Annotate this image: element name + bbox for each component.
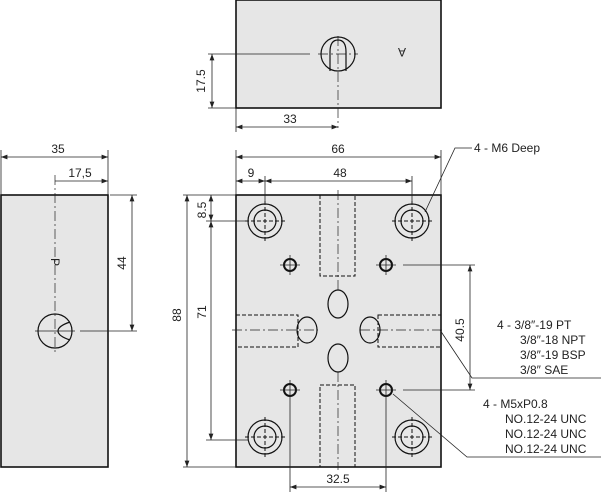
port-p-hole <box>37 313 73 349</box>
dim-top-offset: 8.5 <box>195 201 209 218</box>
dim-front-height: 88 <box>170 308 184 322</box>
callout-port-1: 3/8″-18 NPT <box>520 333 586 347</box>
port-a-label: A <box>398 45 406 59</box>
dim-top-height: 17.5 <box>194 69 208 93</box>
callout-thread-2: NO.12-24 UNC <box>505 427 587 441</box>
counterbore-holes <box>245 201 432 457</box>
callout-port-0: 4 - 3/8″-19 PT <box>497 318 572 332</box>
callouts: 4 - M6 Deep 4 - 3/8″-19 PT 3/8″-18 NPT 3… <box>392 141 601 458</box>
dim-top-width: 33 <box>283 112 297 126</box>
dim-port-vspan: 40.5 <box>453 318 467 342</box>
callout-port-2: 3/8″-19 BSP <box>520 348 586 362</box>
dim-side-width: 35 <box>51 142 65 156</box>
callout-thread-3: NO.12-24 UNC <box>505 442 587 456</box>
dim-front-edge: 9 <box>248 166 255 180</box>
port-p-label: P <box>48 258 62 266</box>
top-view: A 17.5 33 <box>194 0 442 132</box>
thread-holes <box>280 255 396 400</box>
callout-thread-1: NO.12-24 UNC <box>505 412 587 426</box>
callout-bolt: 4 - M6 Deep <box>474 141 540 155</box>
callout-thread-0: 4 - M5xP0.8 <box>483 397 548 411</box>
dim-side-center: 17,5 <box>68 166 92 180</box>
dim-bolt-span: 48 <box>333 166 347 180</box>
dim-front-width: 66 <box>331 142 345 156</box>
side-view: P 35 17,5 44 <box>0 142 137 468</box>
dim-bolt-vspan: 71 <box>195 305 209 319</box>
callout-port-3: 3/8″ SAE <box>520 363 568 377</box>
dim-port-hspan: 32.5 <box>326 472 350 486</box>
front-view: 66 9 48 88 8.5 71 40.5 32.5 <box>170 142 475 492</box>
port-a-hole <box>320 36 356 72</box>
dim-side-height: 44 <box>115 256 129 270</box>
